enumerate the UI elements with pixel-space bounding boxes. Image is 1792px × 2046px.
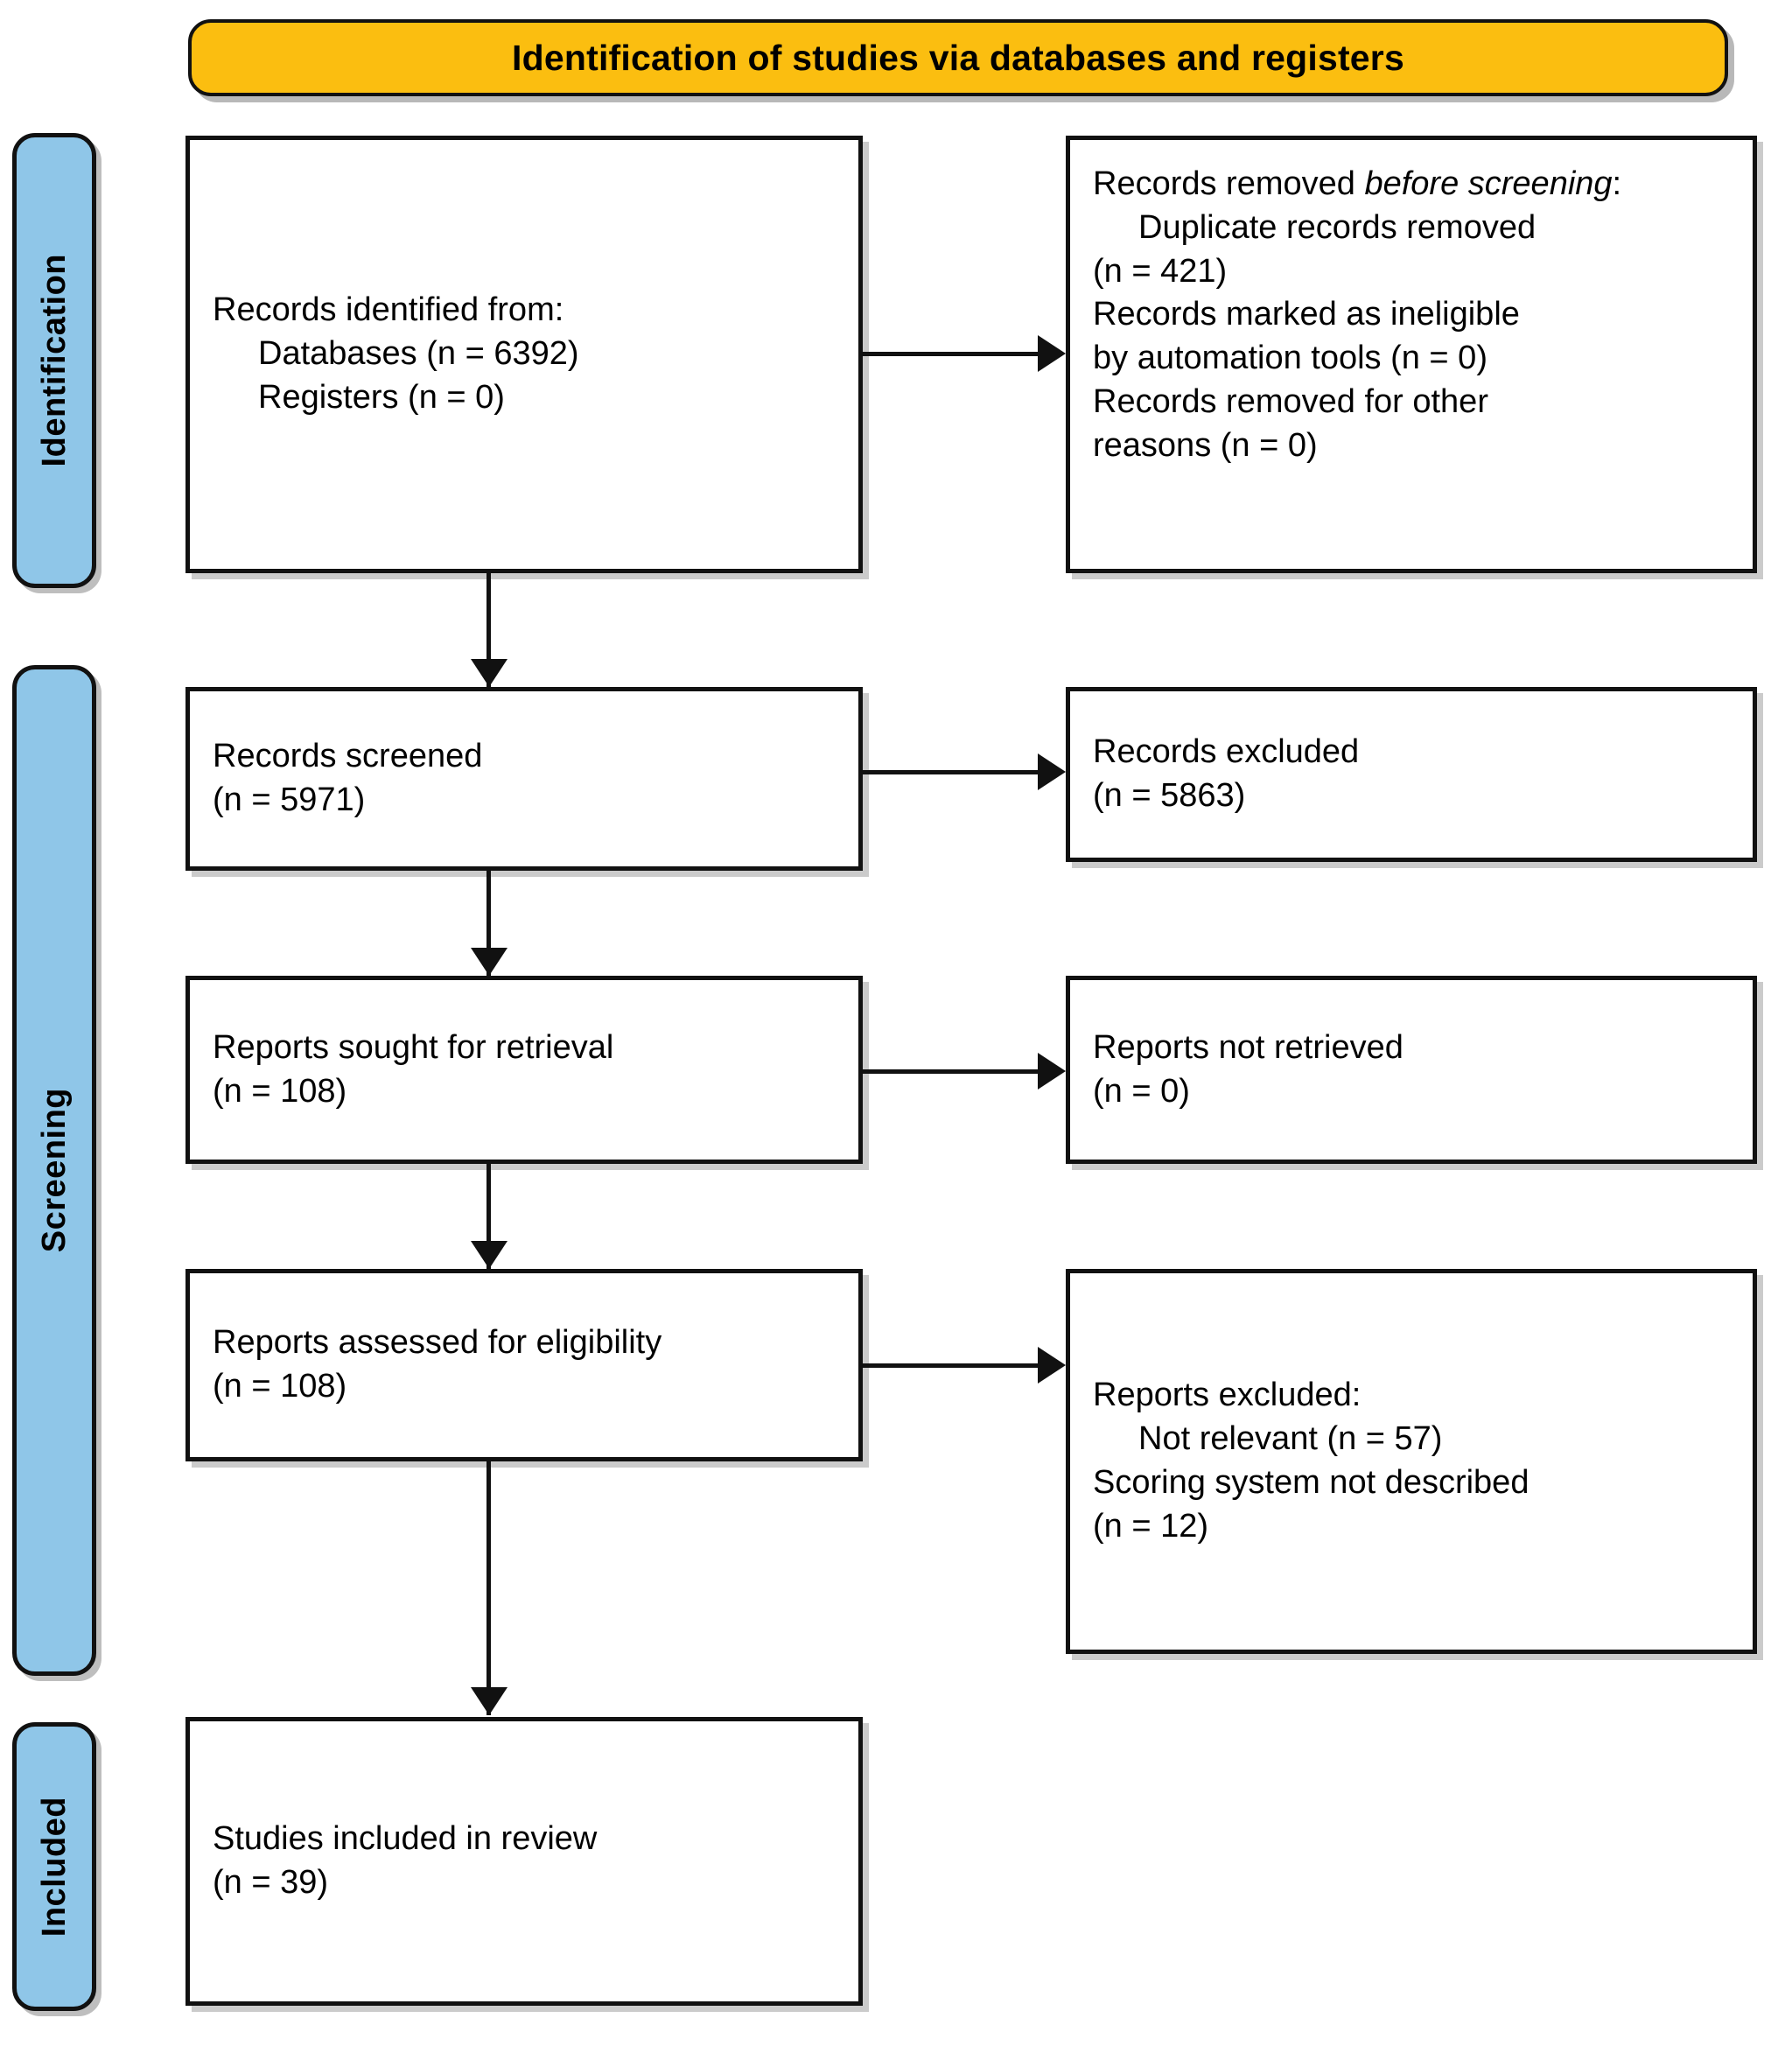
- records-removed-line-2: (n = 421): [1093, 252, 1228, 290]
- phase-banner-identification: Identification of studies via databases …: [188, 19, 1728, 96]
- reports-excluded-line-4: (n = 12): [1093, 1507, 1209, 1545]
- reports-assessed-line-2: (n = 108): [213, 1368, 347, 1405]
- reports-assessed-line-1: Reports assessed for eligibility: [213, 1324, 662, 1362]
- box-records-excluded: Records excluded (n = 5863): [1066, 687, 1757, 862]
- records-removed-heading: Records removed before screening:: [1093, 163, 1730, 207]
- connector-sought-to-not-retrieved-arrow: [1038, 1053, 1066, 1090]
- connector-screened-to-sought-line: [486, 871, 491, 976]
- connector-assessed-to-included-arrow: [471, 1687, 508, 1715]
- studies-included-line-1: Studies included in review: [213, 1820, 598, 1858]
- records-removed-line-4: by automation tools (n = 0): [1093, 340, 1488, 377]
- records-removed-line-3: Records marked as ineligible: [1093, 296, 1520, 333]
- box-reports-not-retrieved: Reports not retrieved (n = 0): [1066, 976, 1757, 1164]
- box-records-removed: Records removed before screening: Duplic…: [1066, 136, 1757, 573]
- records-excluded-line-1: Records excluded: [1093, 733, 1360, 771]
- records-screened-line-1: Records screened: [213, 738, 483, 775]
- reports-not-retrieved-line-2: (n = 0): [1093, 1072, 1190, 1110]
- records-removed-line-5: Records removed for other: [1093, 382, 1488, 420]
- connector-identified-to-removed-arrow: [1038, 335, 1066, 372]
- box-reports-sought: Reports sought for retrieval (n = 108): [186, 976, 863, 1164]
- box-records-screened: Records screened (n = 5971): [186, 687, 863, 871]
- box-records-identified: Records identified from: Databases (n = …: [186, 136, 863, 573]
- reports-sought-line-1: Reports sought for retrieval: [213, 1028, 614, 1066]
- records-identified-line-1: Records identified from:: [213, 291, 564, 329]
- connector-identified-to-screened-line: [486, 573, 491, 687]
- reports-excluded-line-3: Scoring system not described: [1093, 1464, 1530, 1501]
- records-removed-heading-plain: Records removed: [1093, 165, 1365, 202]
- stage-label-identification: Identification: [12, 133, 96, 588]
- records-removed-heading-italic: before screening: [1364, 165, 1613, 202]
- stage-label-screening-text: Screening: [35, 1088, 73, 1253]
- connector-assessed-to-excluded-arrow: [1038, 1347, 1066, 1384]
- records-identified-line-3: Registers (n = 0): [258, 378, 505, 416]
- stage-label-identification-text: Identification: [35, 254, 73, 467]
- stage-label-screening: Screening: [12, 665, 96, 1676]
- records-excluded-line-2: (n = 5863): [1093, 777, 1246, 814]
- connector-identified-to-removed-line: [863, 352, 1038, 356]
- connector-identified-to-screened-arrow: [471, 659, 508, 687]
- reports-excluded-line-1: Reports excluded:: [1093, 1377, 1362, 1414]
- records-screened-line-2: (n = 5971): [213, 781, 366, 818]
- connector-assessed-to-excluded-line: [863, 1363, 1038, 1368]
- connector-sought-to-not-retrieved-line: [863, 1069, 1038, 1074]
- stage-label-included: Included: [12, 1722, 96, 2011]
- records-removed-heading-suffix: :: [1612, 165, 1622, 202]
- reports-excluded-line-2: Not relevant (n = 57): [1138, 1420, 1443, 1458]
- records-removed-line-1: Duplicate records removed: [1138, 208, 1536, 246]
- connector-screened-to-excluded-arrow: [1038, 753, 1066, 790]
- records-identified-line-2: Databases (n = 6392): [258, 335, 579, 373]
- studies-included-line-2: (n = 39): [213, 1864, 329, 1901]
- connector-assessed-to-included-line: [486, 1461, 491, 1715]
- box-studies-included: Studies included in review (n = 39): [186, 1717, 863, 2006]
- phase-banner-title: Identification of studies via databases …: [512, 37, 1404, 78]
- stage-label-included-text: Included: [35, 1796, 73, 1937]
- connector-sought-to-assessed-line: [486, 1164, 491, 1269]
- connector-screened-to-sought-arrow: [471, 948, 508, 976]
- reports-not-retrieved-line-1: Reports not retrieved: [1093, 1028, 1404, 1066]
- box-reports-excluded: Reports excluded: Not relevant (n = 57) …: [1066, 1269, 1757, 1654]
- connector-sought-to-assessed-arrow: [471, 1241, 508, 1269]
- records-removed-line-6: reasons (n = 0): [1093, 426, 1318, 464]
- reports-sought-line-2: (n = 108): [213, 1072, 347, 1110]
- connector-screened-to-excluded-line: [863, 770, 1038, 774]
- box-reports-assessed: Reports assessed for eligibility (n = 10…: [186, 1269, 863, 1461]
